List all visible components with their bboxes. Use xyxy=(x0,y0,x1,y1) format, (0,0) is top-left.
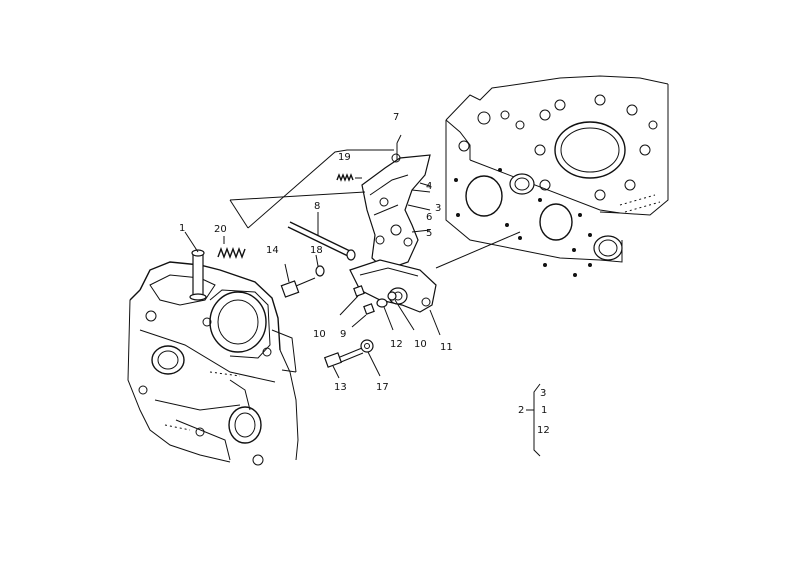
callout-18: 18 xyxy=(310,245,323,256)
callout-10-right: 10 xyxy=(414,339,427,350)
callout-labels: 1 20 14 18 8 19 7 4 3 6 5 10 9 12 10 11 … xyxy=(179,112,453,393)
callout-19: 19 xyxy=(338,152,351,163)
engine-block xyxy=(445,75,669,277)
part-8-rod xyxy=(287,212,356,261)
group-item-3: 3 xyxy=(540,388,546,399)
callout-3: 3 xyxy=(435,203,441,214)
callout-10-left: 10 xyxy=(313,329,326,340)
gear-housing xyxy=(127,261,299,466)
group-parent-label: 2 xyxy=(518,405,524,416)
group-item-12: 12 xyxy=(537,425,550,436)
part-14-bolt xyxy=(280,263,316,298)
callout-9: 9 xyxy=(340,329,346,340)
leader-lines xyxy=(229,134,521,269)
callout-7: 7 xyxy=(393,112,399,123)
part-1-shaft xyxy=(184,231,207,301)
callout-17: 17 xyxy=(376,382,389,393)
callout-6: 6 xyxy=(426,212,432,223)
lever-assembly xyxy=(361,143,431,271)
group-item-1: 1 xyxy=(541,405,547,416)
callout-11: 11 xyxy=(440,342,453,353)
callout-13: 13 xyxy=(334,382,347,393)
callout-20: 20 xyxy=(214,224,227,235)
callout-14: 14 xyxy=(266,245,279,256)
callout-8: 8 xyxy=(314,201,320,212)
part-18-washer xyxy=(315,254,325,277)
part-20-spring xyxy=(217,236,246,259)
small-hardware xyxy=(323,285,415,379)
assembly-group-legend: 2 3 1 12 xyxy=(518,383,550,457)
callout-4: 4 xyxy=(426,181,432,192)
part-19-spring xyxy=(336,173,362,182)
callout-1: 1 xyxy=(179,223,185,234)
callout-12: 12 xyxy=(390,339,403,350)
callout-5: 5 xyxy=(426,228,432,239)
part-11-bracket xyxy=(349,259,441,336)
